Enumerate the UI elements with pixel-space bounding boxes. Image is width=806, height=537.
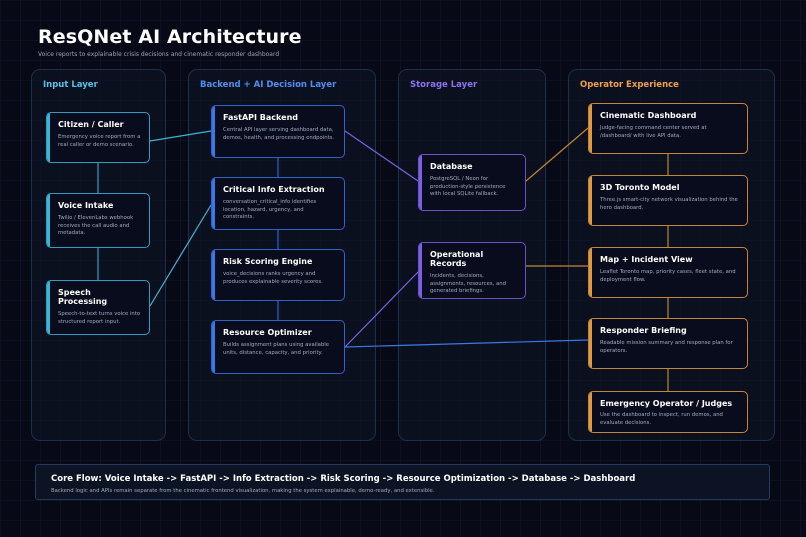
connector-speech-extraction bbox=[149, 204, 212, 307]
node-title: 3D Toronto Model bbox=[600, 183, 680, 192]
node-desc: voice_decisions ranks urgency and produc… bbox=[223, 271, 323, 285]
page-subtitle: Voice reports to explainable crisis deci… bbox=[38, 51, 280, 58]
node-desc: Leaflet Toronto map, priority cases, fle… bbox=[600, 269, 736, 283]
node-map-incident-view: Map + Incident View Leaflet Toronto map,… bbox=[588, 247, 748, 298]
storage-layer-title: Storage Layer bbox=[410, 80, 478, 90]
operator-layer-title: Operator Experience bbox=[580, 80, 679, 90]
node-operational-records: Operational Records Incidents, decisions… bbox=[418, 242, 526, 299]
node-desc: Speech-to-text turns voice into structur… bbox=[58, 311, 141, 325]
node-risk-scoring-engine: Risk Scoring Engine voice_decisions rank… bbox=[211, 249, 345, 301]
node-desc: Judge-facing command center served at /d… bbox=[600, 125, 707, 139]
node-title: Operational Records bbox=[430, 250, 484, 268]
core-flow-title: Core Flow: Voice Intake -> FastAPI -> In… bbox=[51, 474, 636, 484]
node-voice-intake: Voice Intake Twilio / ElevenLabs webhook… bbox=[46, 193, 150, 248]
node-title: Cinematic Dashboard bbox=[600, 111, 697, 120]
core-flow-desc: Backend logic and APIs remain separate f… bbox=[51, 488, 435, 494]
node-desc: conversation_critical_info identifies lo… bbox=[223, 199, 317, 221]
node-responder-briefing: Responder Briefing Readable mission summ… bbox=[588, 318, 748, 369]
node-title: Speech Processing bbox=[58, 288, 108, 306]
node-desc: Central API layer serving dashboard data… bbox=[223, 127, 335, 141]
node-database: Database PostgreSQL / Neon for productio… bbox=[418, 154, 526, 211]
node-resource-optimizer: Resource Optimizer Builds assignment pla… bbox=[211, 320, 345, 374]
node-desc: Emergency voice report from a real calle… bbox=[58, 134, 141, 148]
node-speech-processing: Speech Processing Speech-to-text turns v… bbox=[46, 280, 150, 335]
connector-caller-fastapi bbox=[149, 130, 212, 142]
backend-layer-title: Backend + AI Decision Layer bbox=[200, 80, 337, 90]
connector-optimizer-records bbox=[344, 271, 419, 348]
connector-optimizer-briefing bbox=[344, 339, 589, 348]
node-desc: Builds assignment plans using available … bbox=[223, 342, 330, 356]
node-fastapi-backend: FastAPI Backend Central API layer servin… bbox=[211, 105, 345, 158]
node-title: Citizen / Caller bbox=[58, 120, 124, 129]
node-title: Map + Incident View bbox=[600, 255, 693, 264]
node-title: Responder Briefing bbox=[600, 326, 687, 335]
node-desc: Readable mission summary and response pl… bbox=[600, 340, 733, 354]
node-title: Voice Intake bbox=[58, 201, 114, 210]
node-title: Risk Scoring Engine bbox=[223, 257, 313, 266]
node-desc: PostgreSQL / Neon for production-style p… bbox=[430, 176, 506, 198]
node-emergency-operator-judges: Emergency Operator / Judges Use the dash… bbox=[588, 391, 748, 433]
node-title: Resource Optimizer bbox=[223, 328, 312, 337]
connector-fastapi-database bbox=[344, 130, 419, 182]
node-desc: Twilio / ElevenLabs webhook receives the… bbox=[58, 215, 134, 237]
node-citizen-caller: Citizen / Caller Emergency voice report … bbox=[46, 112, 150, 163]
header: ResQNet AI Architecture Voice reports to… bbox=[38, 26, 302, 58]
input-layer-title: Input Layer bbox=[43, 80, 98, 90]
node-3d-toronto-model: 3D Toronto Model Three.js smart-city net… bbox=[588, 175, 748, 226]
node-critical-info-extraction: Critical Info Extraction conversation_cr… bbox=[211, 177, 345, 230]
page-title: ResQNet AI Architecture bbox=[38, 26, 302, 48]
node-title: Emergency Operator / Judges bbox=[600, 399, 733, 408]
node-cinematic-dashboard: Cinematic Dashboard Judge-facing command… bbox=[588, 103, 748, 154]
node-desc: Incidents, decisions, assignments, resou… bbox=[430, 273, 506, 295]
core-flow-panel: Core Flow: Voice Intake -> FastAPI -> In… bbox=[35, 464, 770, 500]
node-title: Database bbox=[430, 162, 473, 171]
node-title: FastAPI Backend bbox=[223, 113, 298, 122]
node-desc: Three.js smart-city network visualizatio… bbox=[600, 197, 738, 211]
node-desc: Use the dashboard to inspect, run demos,… bbox=[600, 412, 723, 426]
node-title: Critical Info Extraction bbox=[223, 185, 325, 194]
connector-database-dashboard bbox=[525, 127, 589, 182]
